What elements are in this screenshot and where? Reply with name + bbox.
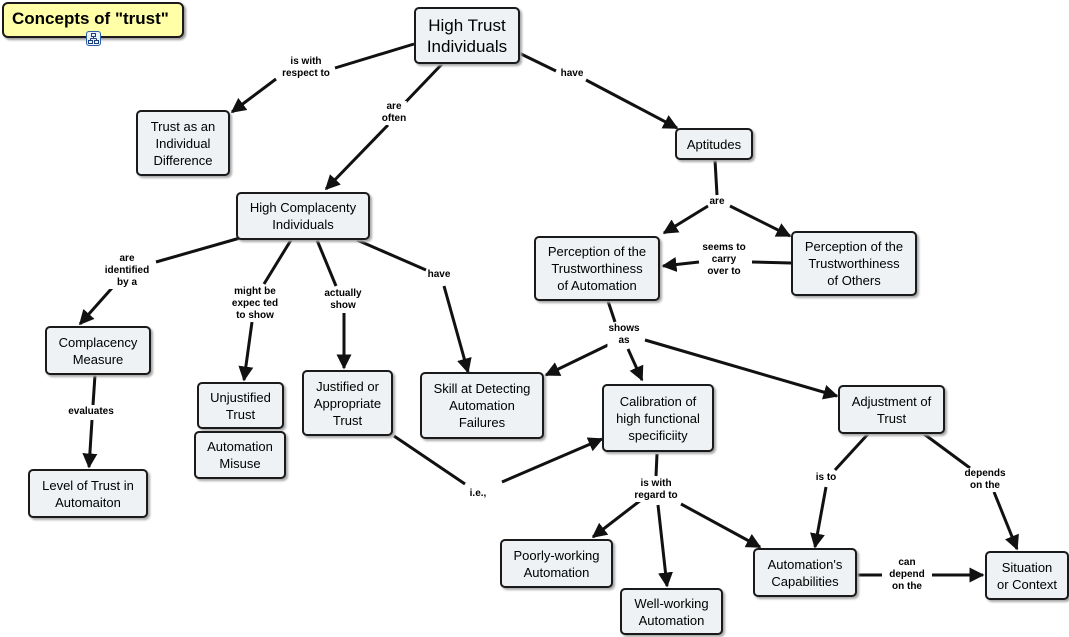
node-adjustment-of-trust[interactable]: Adjustment of Trust	[838, 385, 945, 434]
node-situation-or-context[interactable]: Situation or Context	[985, 551, 1069, 600]
node-complacency-measure[interactable]: Complacency Measure	[45, 326, 151, 375]
link-label-is-to: is to	[814, 472, 838, 484]
link-label-seems-to-carry-over-to: seems to carry over to	[701, 242, 747, 278]
node-calibration[interactable]: Calibration of high functional specifici…	[602, 384, 714, 452]
link-label-ie: i.e.,	[468, 488, 488, 500]
node-well-working-automation[interactable]: Well-working Automation	[620, 588, 723, 635]
link-label-are-identified-by-a: are identified by a	[103, 253, 151, 289]
link-label-shows-as: shows as	[607, 323, 641, 347]
node-high-complacency-individuals[interactable]: High Complacenty Individuals	[236, 192, 370, 240]
node-aptitudes[interactable]: Aptitudes	[675, 128, 753, 160]
concept-map-icon[interactable]	[86, 31, 101, 46]
link-label-might-be-expected-to-show: might be expec ted to show	[230, 286, 280, 322]
node-level-of-trust[interactable]: Level of Trust in Automaiton	[28, 469, 148, 518]
link-label-have: have	[559, 68, 585, 80]
node-automation-capabilities[interactable]: Automation's Capabilities	[753, 548, 857, 597]
node-skill-detecting-failures[interactable]: Skill at Detecting Automation Failures	[420, 372, 544, 439]
node-automation-misuse[interactable]: Automation Misuse	[194, 431, 286, 479]
link-label-are: are	[708, 196, 726, 208]
node-high-trust-individuals[interactable]: High Trust Individuals	[414, 7, 520, 64]
link-label-depends-on-the: depends on the	[963, 468, 1007, 492]
link-label-have-skill: have	[426, 269, 452, 281]
link-label-is-with-regard-to: is with regard to	[633, 478, 679, 502]
node-poorly-working-automation[interactable]: Poorly-working Automation	[500, 539, 613, 588]
link-label-evaluates: evaluates	[67, 406, 115, 418]
node-justified-appropriate-trust[interactable]: Justified or Appropriate Trust	[302, 370, 393, 436]
link-label-are-often: are often	[380, 101, 408, 125]
node-perception-trustworthiness-others[interactable]: Perception of the Trustworthiness of Oth…	[791, 231, 917, 296]
link-label-is-with-respect-to: is with respect to	[281, 56, 331, 80]
link-label-actually-show: actually show	[323, 288, 363, 312]
node-unjustified-trust[interactable]: Unjustified Trust	[197, 382, 284, 429]
node-perception-trustworthiness-automation[interactable]: Perception of the Trustworthiness of Aut…	[534, 236, 660, 301]
node-trust-individual-difference[interactable]: Trust as an Individual Difference	[136, 110, 230, 176]
link-label-can-depend-on-the: can depend on the	[888, 557, 926, 593]
